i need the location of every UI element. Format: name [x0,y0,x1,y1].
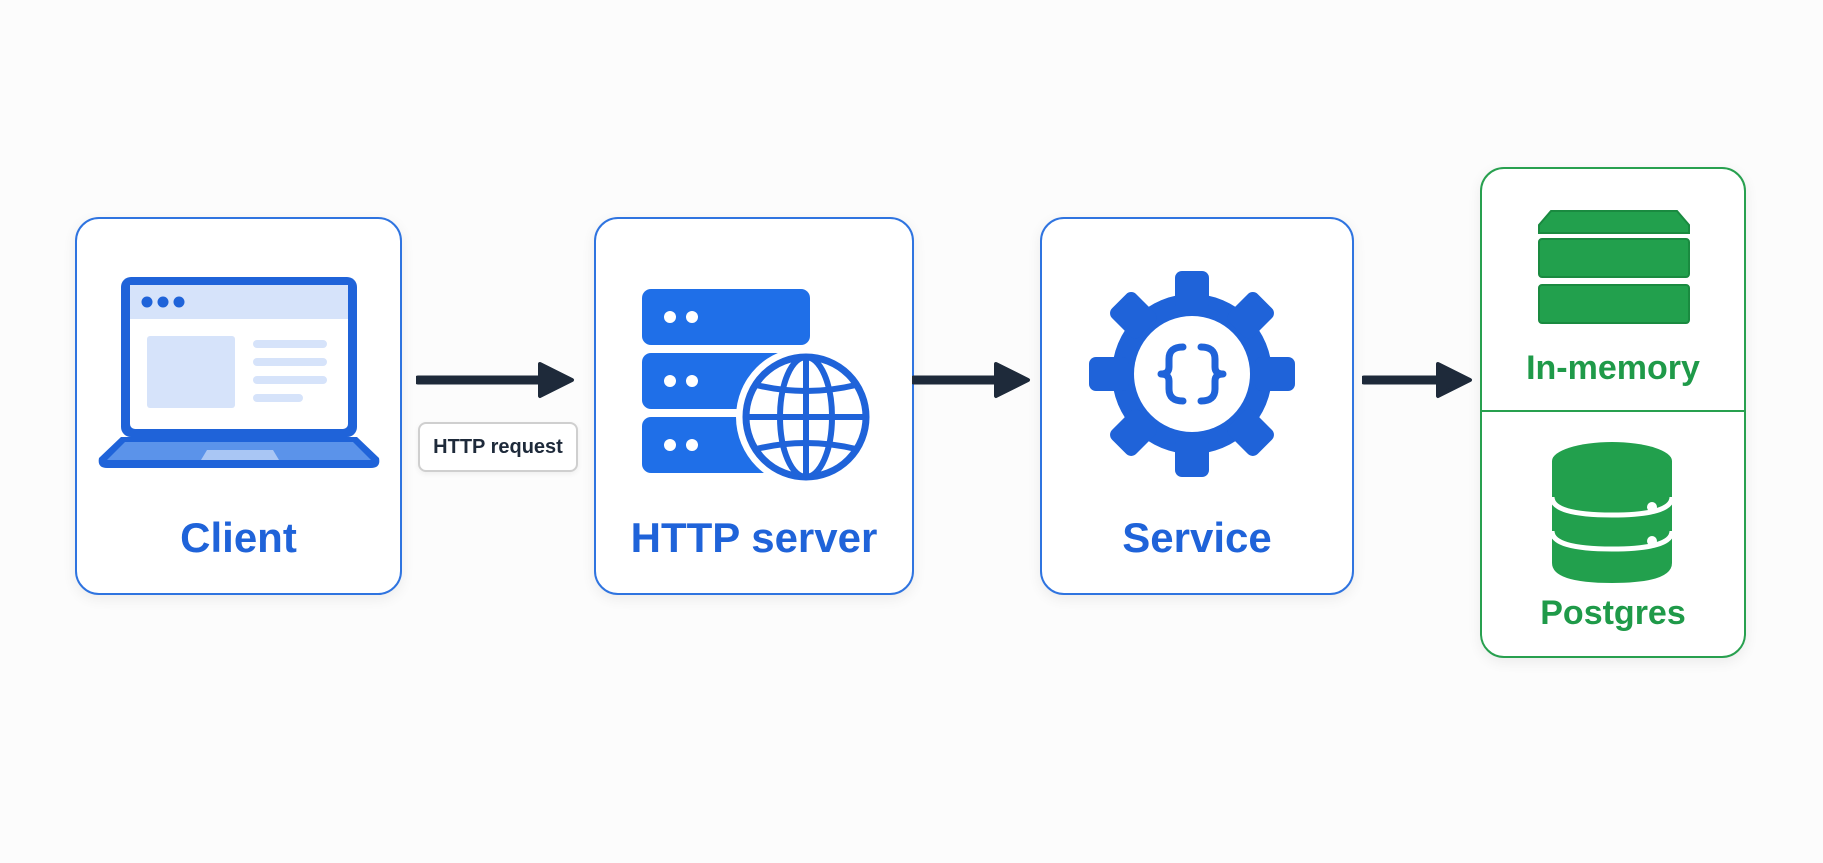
arrow-server-to-service [912,362,1030,398]
server-globe-icon [642,289,876,487]
arrow-service-to-storage [1362,362,1472,398]
client-label: Client [180,514,297,561]
postgres-label: Postgres [1540,594,1686,632]
http-server-node: HTTP server [594,217,914,595]
service-node: Service [1040,217,1354,595]
in-memory-label: In-memory [1526,349,1700,387]
client-node: Client [75,217,402,595]
http-server-label: HTTP server [630,514,878,561]
service-label: Service [1122,514,1272,561]
memory-stack-icon [1538,210,1690,324]
gear-code-icon [1089,271,1295,477]
laptop-icon [98,277,380,468]
database-icon [1550,442,1674,583]
arrow-client-to-server [416,362,574,398]
storage-divider [1482,410,1744,412]
storage-node: In-memory Postgres [1480,167,1746,658]
edge-label-http-request: HTTP request [418,422,578,472]
